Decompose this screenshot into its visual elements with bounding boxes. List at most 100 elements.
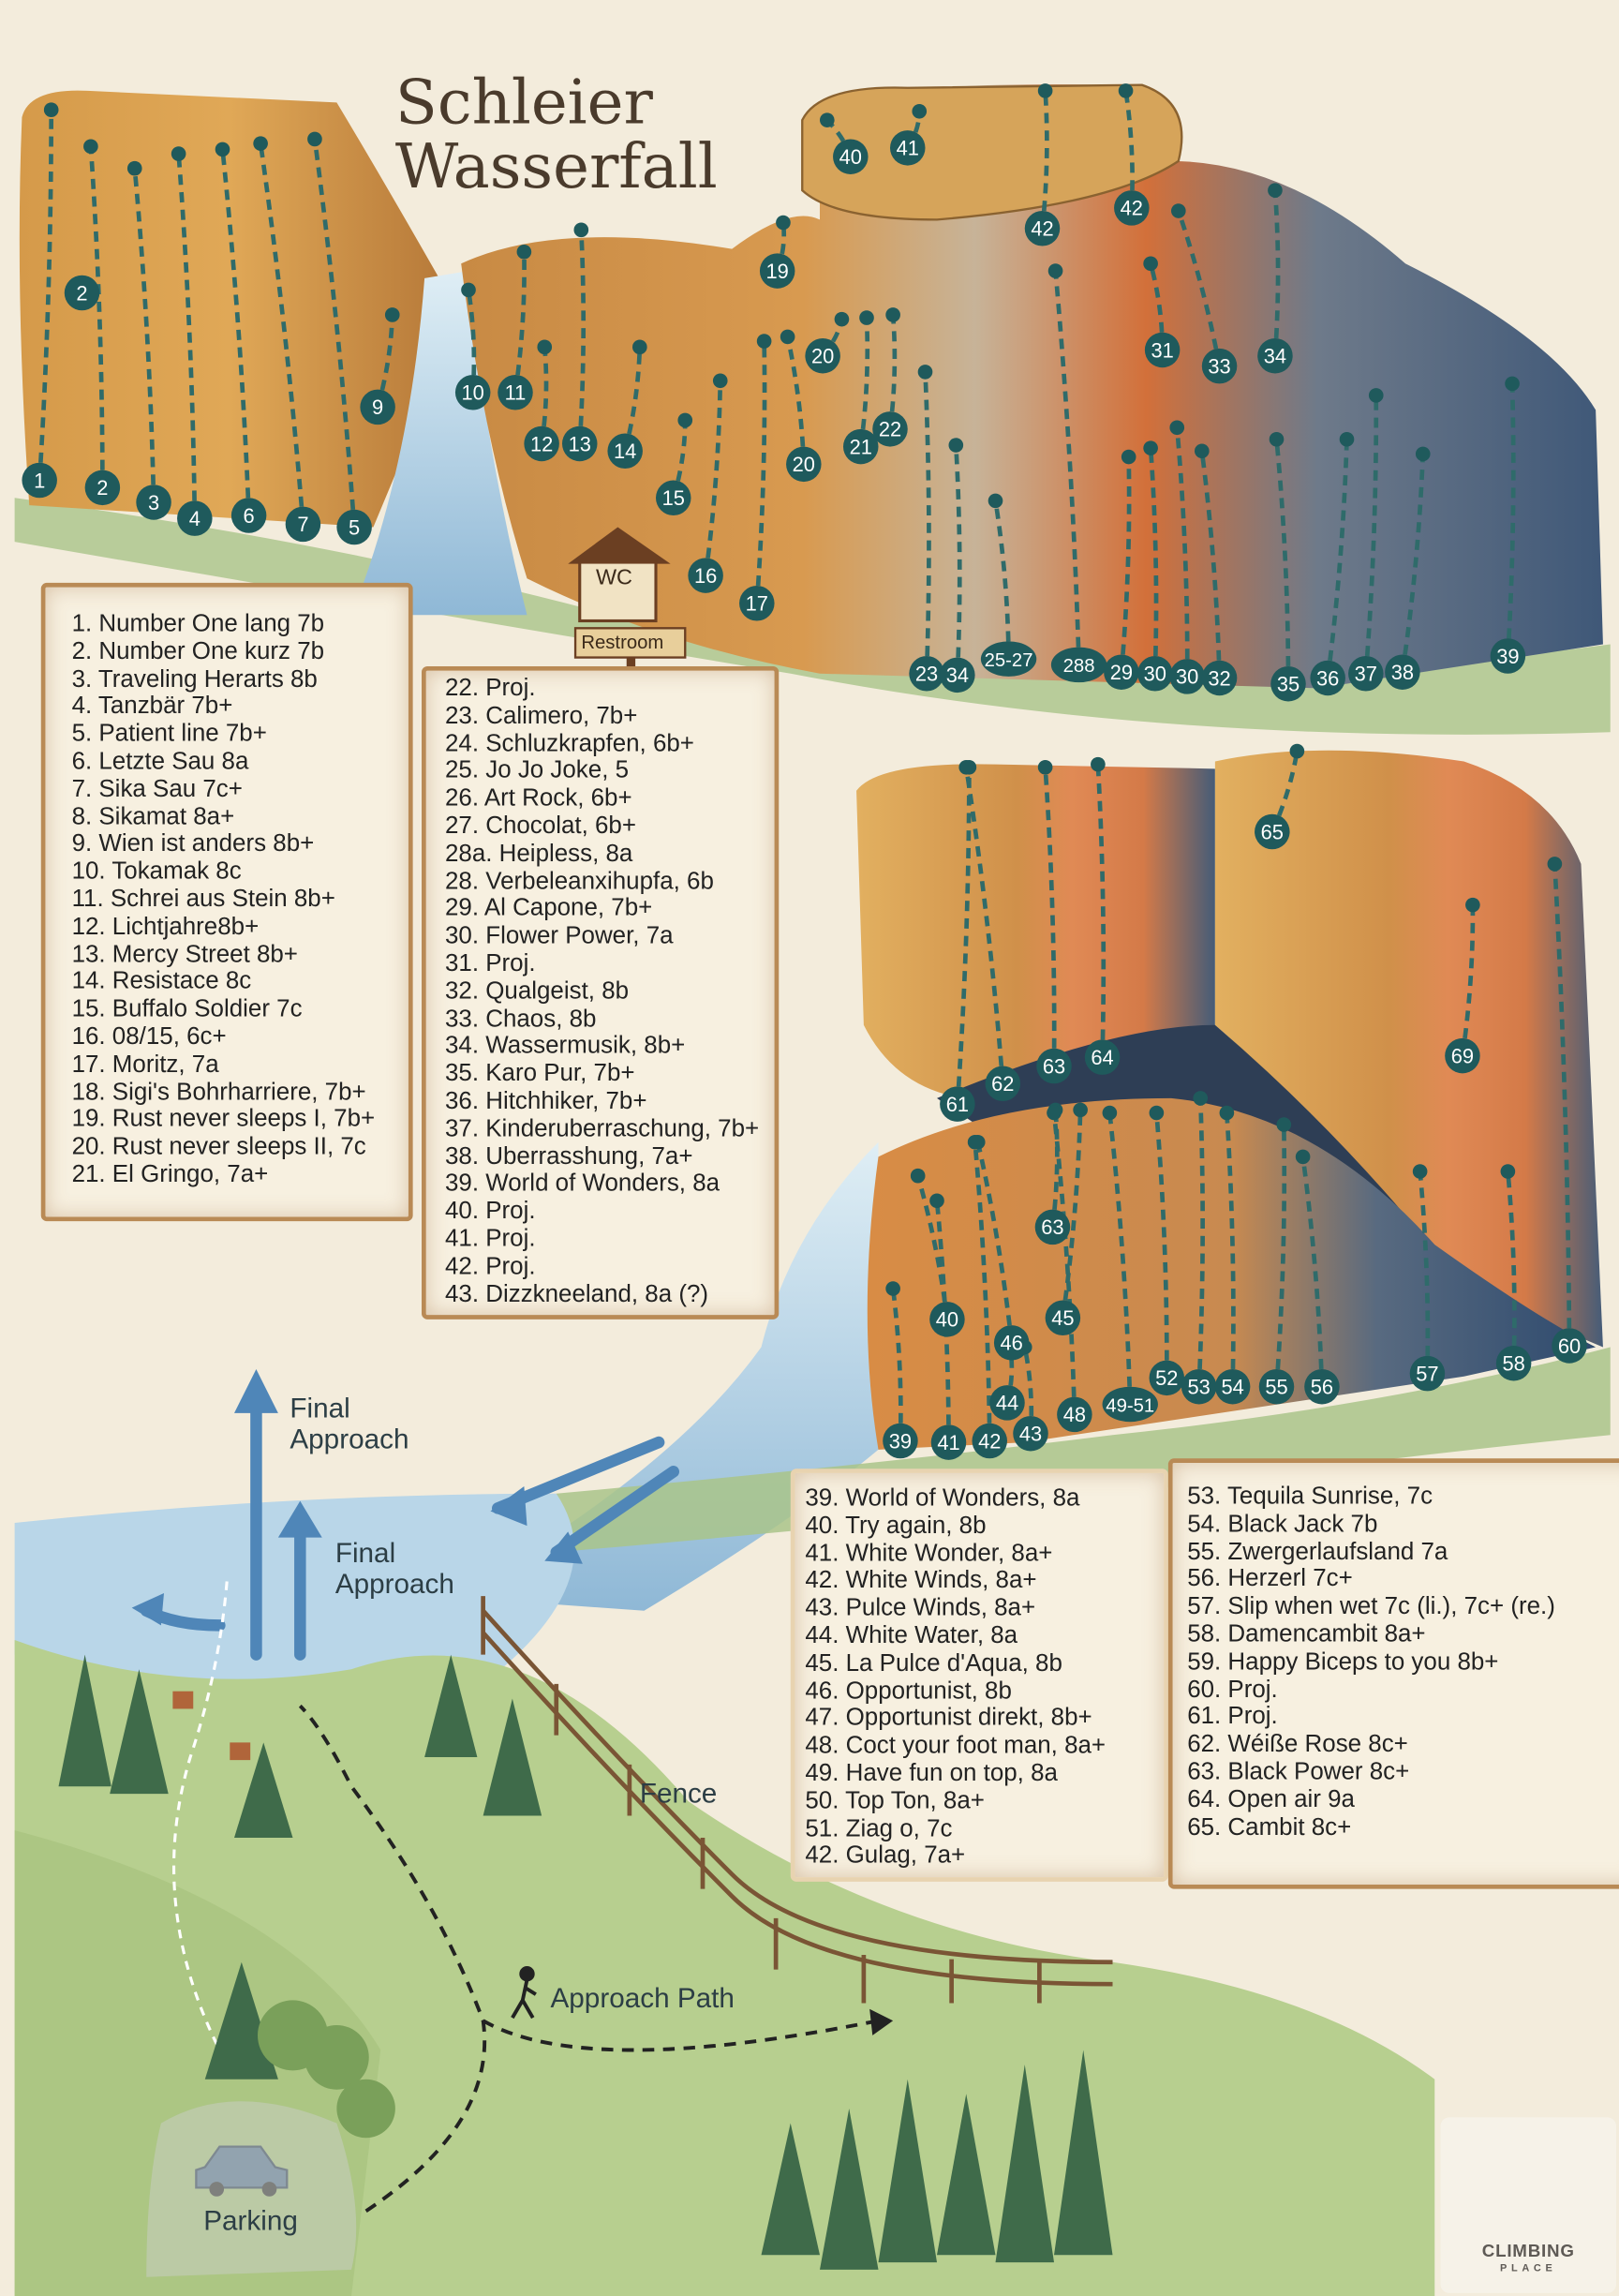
route-marker[interactable]: 52 (1149, 1360, 1185, 1396)
route-marker[interactable]: 45 (1045, 1300, 1081, 1336)
route-marker[interactable]: 60 (1552, 1328, 1587, 1364)
route-marker[interactable]: 29 (1104, 654, 1139, 690)
route-marker[interactable]: 46 (993, 1325, 1030, 1361)
route-marker[interactable]: 54 (1214, 1368, 1251, 1405)
route-marker-label: 31 (1151, 338, 1173, 362)
route-marker[interactable]: 55 (1258, 1368, 1295, 1405)
route-marker[interactable]: 17 (739, 586, 775, 621)
route-marker[interactable]: 62 (985, 1066, 1021, 1102)
route-marker[interactable]: 3 (136, 485, 171, 520)
route-marker[interactable]: 44 (989, 1385, 1025, 1421)
route-marker[interactable]: 20 (805, 337, 840, 374)
route-marker[interactable]: 21 (843, 428, 879, 465)
route-marker-badge (929, 1302, 965, 1337)
route-marker-label: 45 (1051, 1306, 1074, 1330)
route-marker[interactable]: 12 (524, 425, 559, 462)
route-marker[interactable]: 58 (1495, 1345, 1532, 1381)
route-marker[interactable]: 56 (1304, 1368, 1340, 1405)
final-approach-label: Final Approach (334, 1539, 454, 1601)
route-list-item: 51. Ziag o, 7c (805, 1813, 953, 1841)
route-marker[interactable]: 25-27 (980, 641, 1037, 677)
route-list-item: 39. World of Wonders, 8a (445, 1169, 720, 1198)
route-list-item: 42. White Winds, 8a+ (805, 1565, 1037, 1594)
route-marker[interactable]: 2 (84, 470, 121, 506)
route-marker[interactable]: 42 (1024, 211, 1061, 246)
route-marker[interactable]: 1 (22, 462, 57, 499)
route-marker[interactable]: 14 (607, 433, 643, 470)
route-marker[interactable]: 61 (940, 1086, 975, 1122)
route-marker[interactable]: 288 (1050, 647, 1107, 683)
route-top-anchor (834, 311, 850, 327)
route-marker[interactable]: 42 (1114, 190, 1150, 226)
route-marker[interactable]: 23 (909, 656, 944, 692)
route-marker[interactable]: 11 (498, 375, 533, 410)
route-marker[interactable]: 43 (1013, 1415, 1048, 1452)
route-line (703, 380, 723, 576)
route-marker[interactable]: 69 (1445, 1037, 1480, 1074)
route-marker[interactable]: 20 (786, 446, 822, 483)
route-marker-label: 16 (694, 564, 717, 588)
route-marker[interactable]: 22 (872, 411, 908, 447)
route-marker[interactable]: 39 (1490, 638, 1526, 674)
route-marker[interactable]: 32 (1201, 660, 1238, 696)
route-marker[interactable]: 10 (454, 375, 491, 410)
route-list-item: 19. Rust never sleeps I, 7b+ (71, 1104, 376, 1133)
route-line (1107, 1112, 1133, 1405)
route-marker-label: 34 (946, 663, 969, 687)
route-marker[interactable]: 15 (656, 480, 691, 516)
route-marker[interactable]: 49-51 (1102, 1386, 1158, 1423)
route-marker[interactable]: 35 (1270, 665, 1306, 702)
route-marker-label: 69 (1451, 1044, 1474, 1067)
route-marker[interactable]: 2 (64, 275, 100, 311)
route-marker[interactable]: 64 (1084, 1039, 1121, 1075)
route-marker[interactable]: 34 (1257, 337, 1293, 374)
route-marker-badge (1102, 1386, 1158, 1423)
route-marker[interactable]: 30 (1137, 656, 1173, 692)
route-marker[interactable]: 36 (1310, 660, 1345, 696)
route-marker[interactable]: 7 (285, 506, 321, 543)
route-marker[interactable]: 4 (177, 500, 213, 536)
route-marker[interactable]: 65 (1255, 813, 1290, 850)
route-marker-label: 5 (349, 515, 360, 539)
route-marker[interactable]: 41 (890, 130, 926, 166)
route-marker[interactable]: 39 (883, 1423, 918, 1459)
route-marker[interactable]: 31 (1144, 332, 1181, 368)
route-marker[interactable]: 53 (1181, 1368, 1217, 1405)
route-marker[interactable]: 16 (688, 558, 723, 593)
route-marker[interactable]: 38 (1385, 654, 1420, 690)
route-marker[interactable]: 57 (1409, 1355, 1446, 1392)
route-marker[interactable]: 63 (1034, 1209, 1071, 1245)
route-marker[interactable]: 6 (230, 498, 267, 533)
route-list-item: 41. Proj. (445, 1224, 536, 1252)
route-marker[interactable]: 33 (1201, 348, 1238, 384)
route-marker-badge (739, 586, 775, 621)
route-marker[interactable]: 40 (833, 139, 869, 174)
route-marker[interactable]: 42 (972, 1423, 1008, 1459)
route-list-item: 13. Mercy Street 8b+ (71, 939, 298, 968)
route-marker-label: 9 (372, 395, 383, 419)
route-marker[interactable]: 9 (360, 389, 395, 425)
route-marker[interactable]: 48 (1057, 1396, 1092, 1433)
parking-label: Parking (203, 2206, 298, 2238)
route-marker[interactable]: 19 (759, 253, 795, 289)
route-marker-label: 30 (1144, 663, 1166, 686)
route-marker-label: 38 (1391, 661, 1414, 684)
route-line (955, 767, 972, 1105)
route-marker[interactable]: 30 (1169, 659, 1205, 694)
route-marker[interactable]: 5 (336, 509, 372, 545)
route-marker[interactable]: 41 (930, 1424, 967, 1460)
route-marker[interactable]: 37 (1348, 656, 1384, 692)
route-top-anchor (967, 1134, 983, 1150)
route-line (858, 317, 870, 447)
route-list-item: 46. Opportunist, 8b (805, 1676, 1012, 1705)
route-marker[interactable]: 63 (1036, 1048, 1072, 1084)
route-marker[interactable]: 34 (940, 657, 975, 693)
route-list-item: 53. Tequila Sunrise, 7c (1187, 1482, 1433, 1510)
approach-path-arrowhead (869, 2008, 894, 2035)
route-line (1174, 427, 1190, 677)
route-marker-label: 55 (1265, 1375, 1287, 1398)
route-line (915, 1175, 950, 1320)
route-top-anchor (859, 310, 874, 325)
route-marker[interactable]: 13 (562, 425, 598, 462)
route-marker[interactable]: 40 (929, 1302, 965, 1337)
